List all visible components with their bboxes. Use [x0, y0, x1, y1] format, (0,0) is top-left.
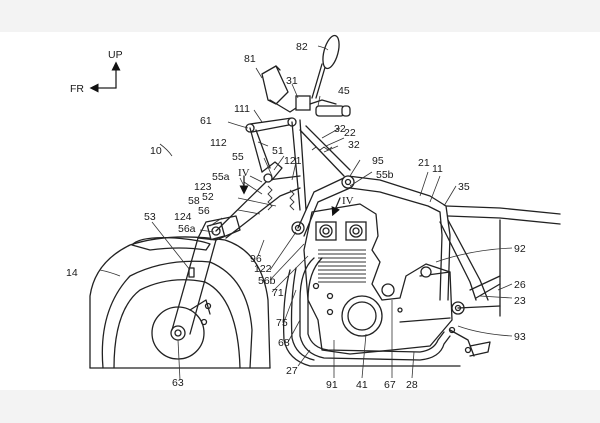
label-56: 56	[198, 205, 210, 217]
label-56b: 56b	[258, 275, 276, 287]
label-31: 31	[286, 75, 298, 87]
label-96: 96	[250, 253, 262, 265]
cooling-fins	[318, 249, 366, 283]
label-26: 26	[514, 279, 526, 291]
label-28: 28	[406, 379, 418, 391]
label-51: 51	[272, 145, 284, 157]
label-63: 63	[172, 377, 184, 389]
label-55: 55	[232, 151, 244, 163]
label-92: 92	[514, 243, 526, 255]
label-56a: 56a	[178, 223, 196, 235]
label-23: 23	[514, 295, 526, 307]
label-58: 58	[188, 195, 200, 207]
section-mark-right: IV	[342, 195, 354, 207]
label-123: 123	[194, 181, 212, 193]
label-21: 21	[418, 157, 430, 169]
label-91: 91	[326, 379, 338, 391]
label-53: 53	[144, 211, 156, 223]
label-81: 81	[244, 53, 256, 65]
label-111: 111	[234, 103, 250, 115]
steering-assembly	[206, 117, 351, 241]
label-75: 75	[276, 317, 288, 329]
section-indicators: IV IV	[238, 167, 354, 217]
label-10: 10	[150, 145, 162, 157]
label-32-upper: 32	[334, 123, 346, 135]
orientation-arrows: UP FR	[70, 49, 123, 95]
label-45: 45	[338, 85, 350, 97]
section-mark-left: IV	[238, 167, 250, 179]
front-fork	[171, 215, 241, 335]
label-71: 71	[272, 287, 284, 299]
label-67: 67	[384, 379, 396, 391]
label-55a: 55a	[212, 171, 230, 183]
label-35: 35	[458, 181, 470, 193]
label-122: 122	[254, 263, 272, 275]
label-95: 95	[372, 155, 384, 167]
label-32-lower: 32	[348, 139, 360, 151]
label-61: 61	[200, 115, 212, 127]
label-11: 11	[432, 163, 443, 175]
label-112: 112	[210, 137, 227, 149]
handlebar-area	[261, 34, 351, 117]
label-121: 121	[284, 155, 302, 167]
engine	[303, 203, 453, 355]
exhaust-pipes	[282, 257, 461, 367]
label-27: 27	[286, 365, 298, 377]
section-arrow-icon	[331, 197, 341, 217]
label-55b: 55b	[376, 169, 394, 181]
up-label: UP	[108, 49, 123, 61]
leader-lines	[99, 45, 513, 381]
label-124: 124	[174, 211, 192, 223]
reference-labels: 10 11 14 21 22 23 26 27 28 31 32 32 35 4…	[66, 41, 526, 391]
label-41: 41	[356, 379, 368, 391]
front-wheel	[89, 236, 271, 369]
label-93: 93	[514, 331, 526, 343]
label-68: 68	[278, 337, 290, 349]
label-14: 14	[66, 267, 78, 279]
label-82: 82	[296, 41, 308, 53]
label-22: 22	[344, 127, 356, 139]
front-label: FR	[70, 83, 84, 95]
label-52: 52	[202, 191, 214, 203]
